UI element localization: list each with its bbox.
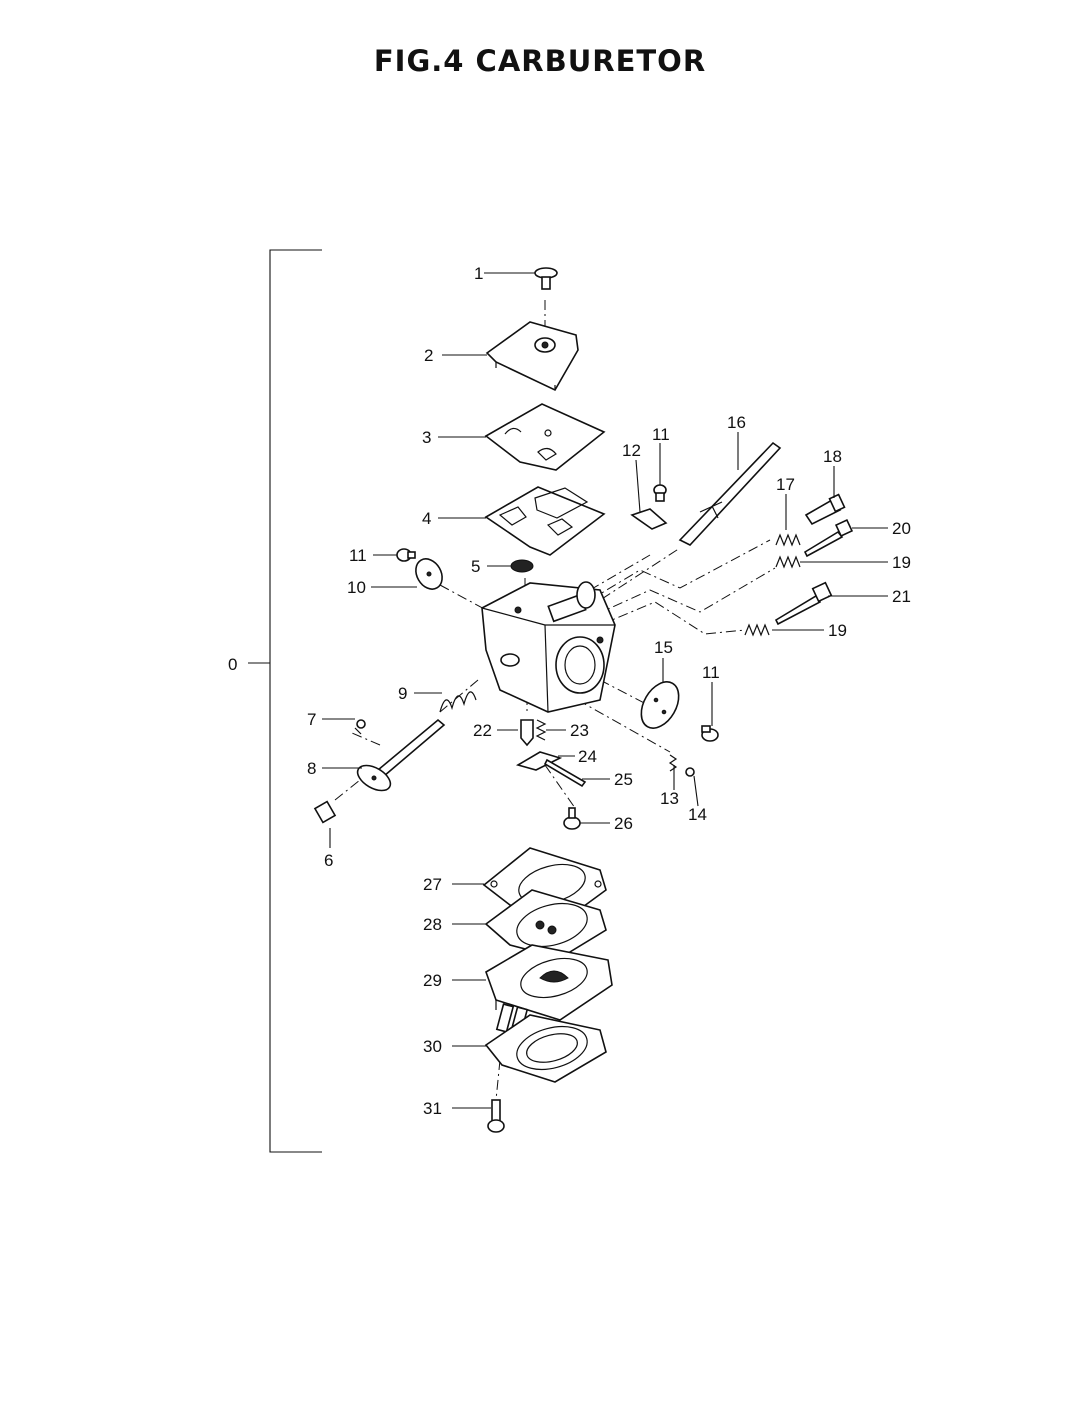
callout-24: 24 xyxy=(578,747,597,766)
callout-labels: 0 1 2 3 4 5 6 7 8 9 10 11 11 11 12 13 14… xyxy=(228,264,911,1118)
part-18-screw xyxy=(804,493,846,526)
callout-29: 29 xyxy=(423,971,442,990)
part-21-needle xyxy=(774,581,833,626)
callout-15: 15 xyxy=(654,638,673,657)
part-23-spring xyxy=(535,719,547,741)
callout-11-right: 11 xyxy=(702,663,720,682)
figure-title: FIG.4 CARBURETOR xyxy=(373,44,707,78)
callout-4: 4 xyxy=(422,509,431,528)
callout-17: 17 xyxy=(776,475,795,494)
callout-0: 0 xyxy=(228,655,237,674)
callout-28: 28 xyxy=(423,915,442,934)
part-14-ball xyxy=(685,767,695,777)
part-10-check-plate xyxy=(415,558,443,590)
part-26-screw xyxy=(563,807,581,830)
part-7-clip xyxy=(354,719,366,735)
part-15-throttle-plate xyxy=(640,681,680,729)
part-28-diaphragm xyxy=(484,889,607,959)
callout-10: 10 xyxy=(347,578,366,597)
part-24-lever xyxy=(515,751,563,771)
callout-16: 16 xyxy=(727,413,746,432)
part-13-spring xyxy=(668,754,678,772)
part-3-diaphragm xyxy=(484,403,606,471)
part-12-clip xyxy=(630,508,668,530)
leader-lines xyxy=(322,272,888,1109)
callout-19-upper: 19 xyxy=(892,553,911,572)
callout-22: 22 xyxy=(473,721,492,740)
carburetor-body xyxy=(481,581,616,713)
part-31-screw xyxy=(487,1099,505,1133)
part-1-screw xyxy=(534,267,558,290)
part-6-screw xyxy=(313,800,337,824)
part-20-needle xyxy=(803,518,854,558)
callout-30: 30 xyxy=(423,1037,442,1056)
part-22-needle xyxy=(520,719,534,747)
part-11-screw-left xyxy=(396,548,416,562)
callout-20: 20 xyxy=(892,519,911,538)
part-19-spring-upper xyxy=(775,555,801,569)
part-19-spring-lower xyxy=(744,623,770,637)
callout-12: 12 xyxy=(622,441,641,460)
part-4-gasket xyxy=(484,486,606,556)
part-29-pump-body xyxy=(485,944,613,1036)
part-25-pin xyxy=(543,758,587,788)
part-11-screw-right xyxy=(701,725,719,742)
callout-2: 2 xyxy=(424,346,433,365)
callout-14: 14 xyxy=(688,805,707,824)
callout-6: 6 xyxy=(324,851,333,870)
callout-25: 25 xyxy=(614,770,633,789)
part-9-spring xyxy=(439,691,477,713)
callout-18: 18 xyxy=(823,447,842,466)
callout-27: 27 xyxy=(423,875,442,894)
callout-8: 8 xyxy=(307,759,316,778)
part-8-choke-shaft xyxy=(356,718,446,792)
callout-3: 3 xyxy=(422,428,431,447)
callout-31: 31 xyxy=(423,1099,442,1118)
part-5-filter-screen xyxy=(510,559,534,573)
callout-11-left: 11 xyxy=(349,546,367,565)
callout-26: 26 xyxy=(614,814,633,833)
part-16-throttle-shaft xyxy=(678,441,782,546)
assembly-bracket xyxy=(248,249,322,1153)
part-30-cover xyxy=(484,1014,607,1083)
callout-21: 21 xyxy=(892,587,911,606)
part-11-screw-top xyxy=(653,484,667,502)
callout-11-top: 11 xyxy=(652,425,670,444)
callout-9: 9 xyxy=(398,684,407,703)
callout-5: 5 xyxy=(471,557,480,576)
callout-13: 13 xyxy=(660,789,679,808)
part-17-spring xyxy=(775,533,801,547)
callout-19-lower: 19 xyxy=(828,621,847,640)
callout-1: 1 xyxy=(474,264,483,283)
callout-7: 7 xyxy=(307,710,316,729)
part-2-cover xyxy=(485,321,579,392)
callout-23: 23 xyxy=(570,721,589,740)
